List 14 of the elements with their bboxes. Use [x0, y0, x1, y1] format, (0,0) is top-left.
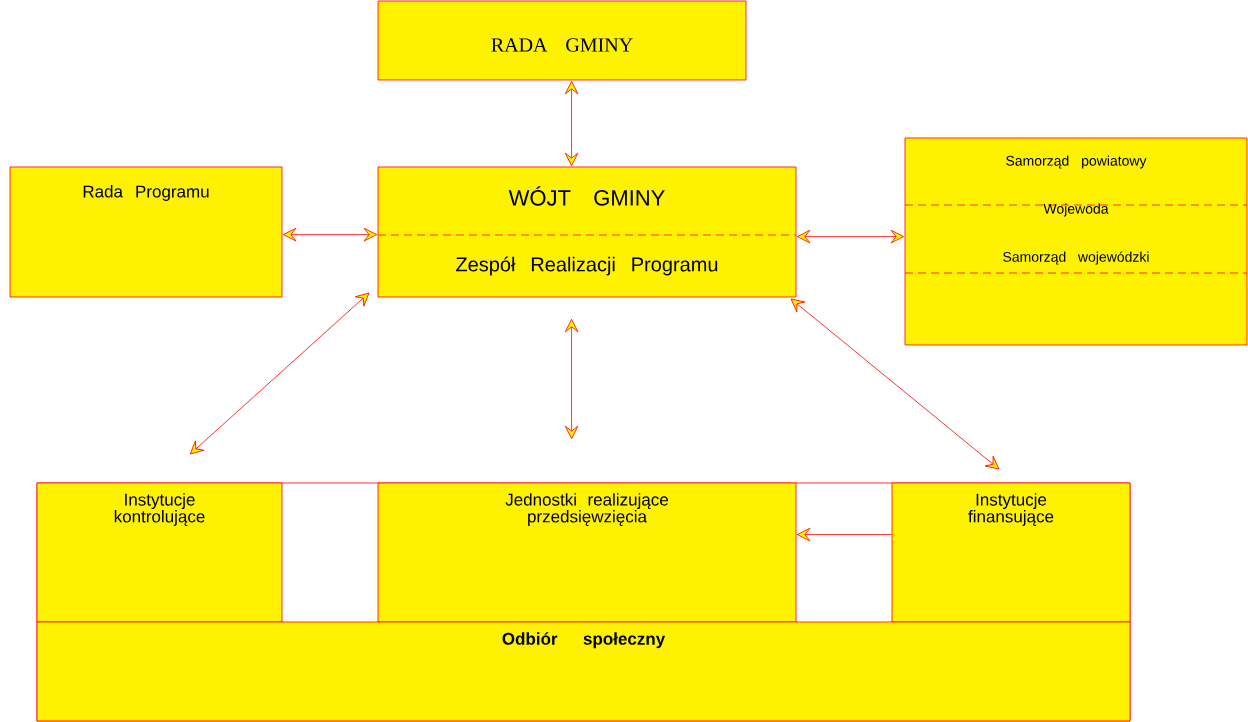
arrow — [796, 527, 892, 542]
arrow — [189, 292, 370, 455]
box: Samorząd powiatowy Wojewoda Samorząd wojewódzki — [904, 137, 1248, 346]
box: Rada Programu — [9, 166, 283, 298]
box: Instytucje kontrolujące — [36, 482, 283, 623]
arrow — [790, 298, 1000, 470]
box: Jednostki realizujące przedsięwzięcia — [377, 482, 797, 623]
arrow — [564, 318, 579, 440]
box: RADA GMINY — [377, 0, 747, 81]
arrow — [282, 227, 378, 242]
arrow — [796, 229, 905, 244]
arrow — [564, 80, 579, 167]
box: Instytucje finansujące — [891, 482, 1131, 623]
box: WÓJT GMINY Zespół Realizacji Programu — [377, 166, 797, 298]
